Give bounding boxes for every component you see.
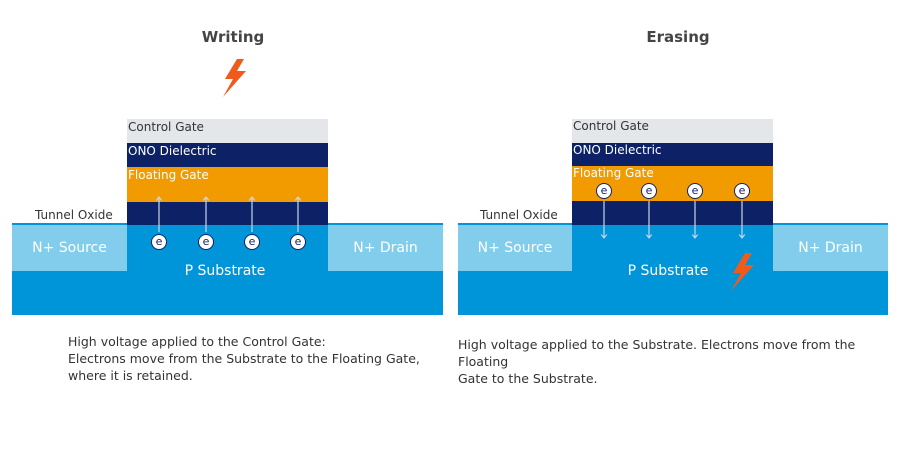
- erasing-ono-dielectric: [572, 143, 773, 166]
- erasing-electron: e: [641, 183, 657, 199]
- writing-caption: High voltage applied to the Control Gate…: [68, 333, 428, 384]
- writing-drain-region: [328, 225, 443, 271]
- erasing-title: Erasing: [646, 28, 710, 46]
- writing-up-arrows: [159, 197, 298, 232]
- erasing-electron: e: [596, 183, 612, 199]
- erasing-control-gate: [572, 119, 773, 143]
- writing-caption-line: where it is retained.: [68, 368, 193, 383]
- erasing-source-region: [458, 225, 572, 271]
- erasing-caption-line: High voltage applied to the Substrate. E…: [458, 337, 856, 369]
- erasing-tunnel-oxide-label: Tunnel Oxide: [480, 208, 558, 222]
- erasing-caption-line: Gate to the Substrate.: [458, 371, 598, 386]
- writing-title: Writing: [201, 28, 265, 46]
- writing-floating-gate-label: Floating Gate: [128, 168, 209, 182]
- erasing-lightning-icon: [731, 253, 754, 291]
- erasing-electron: e: [687, 183, 703, 199]
- writing-electron: e: [151, 234, 167, 250]
- writing-drain-label: N+ Drain: [353, 240, 418, 256]
- writing-electron: e: [198, 234, 214, 250]
- erasing-control-gate-label: Control Gate: [573, 119, 649, 133]
- writing-caption-line: Electrons move from the Substrate to the…: [68, 351, 420, 366]
- erasing-caption: High voltage applied to the Substrate. E…: [458, 336, 888, 387]
- erasing-tunnel-oxide: [572, 201, 773, 225]
- writing-ono-dielectric: [127, 143, 328, 167]
- writing-control-gate: [127, 119, 328, 143]
- writing-caption-line: High voltage applied to the Control Gate…: [68, 334, 326, 349]
- writing-source-region: [12, 225, 127, 271]
- writing-tunnel-oxide: [127, 202, 328, 225]
- writing-electron: e: [290, 234, 306, 250]
- writing-lightning-icon: [223, 59, 246, 97]
- writing-substrate-label: P Substrate: [184, 263, 266, 279]
- erasing-electron: e: [734, 183, 750, 199]
- erasing-ono-label: ONO Dielectric: [573, 143, 662, 157]
- erasing-down-arrows: [604, 201, 742, 238]
- erasing-drain-region: [773, 225, 888, 271]
- writing-ono-label: ONO Dielectric: [128, 144, 217, 158]
- erasing-floating-gate-label: Floating Gate: [573, 166, 654, 180]
- writing-tunnel-oxide-label: Tunnel Oxide: [35, 208, 113, 222]
- erasing-drain-label: N+ Drain: [798, 240, 863, 256]
- writing-electron: e: [244, 234, 260, 250]
- writing-control-gate-label: Control Gate: [128, 120, 204, 134]
- erasing-substrate-label: P Substrate: [627, 263, 709, 279]
- writing-source-label: N+ Source: [32, 240, 107, 256]
- erasing-source-label: N+ Source: [477, 240, 553, 256]
